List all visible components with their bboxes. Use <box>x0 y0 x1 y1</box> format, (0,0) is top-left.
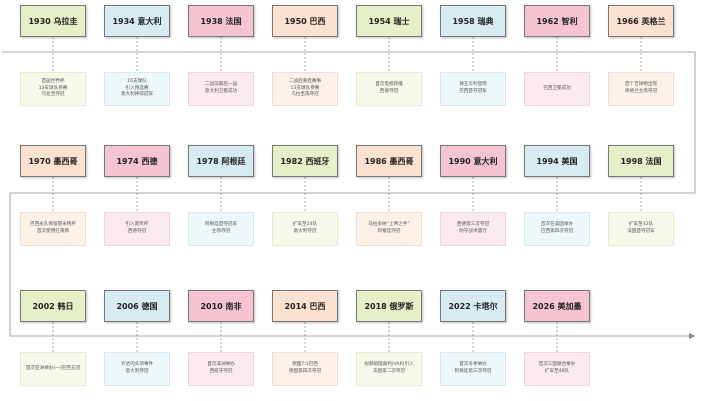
event-note: 球王贝利登场 巴西首夺冠军 <box>440 72 506 106</box>
event-note: 西德第三次夺冠 防守战术盛行 <box>440 212 506 246</box>
event-note: 扩军至32队 法国首夺冠军 <box>608 212 674 246</box>
event-note: 首次在美国举办 巴西第四次夺冠 <box>524 212 590 246</box>
timeline-node: 1962 智利 <box>524 5 590 37</box>
timeline-node: 1974 西德 <box>104 145 170 177</box>
event-note: 马拉多纳“上帝之手” 阿根廷夺冠 <box>356 212 422 246</box>
event-note: 引入新奖杯 西德夺冠 <box>104 212 170 246</box>
timeline-node: 1986 墨西哥 <box>356 145 422 177</box>
event-note: 二战前最后一届 意大利卫冕成功 <box>188 72 254 106</box>
timeline-node: 2002 韩日 <box>20 290 86 322</box>
timeline-node: 1938 法国 <box>188 5 254 37</box>
event-note: 巴西卫冕成功 <box>524 72 590 106</box>
timeline-node: 1966 英格兰 <box>608 5 674 37</box>
event-note: 首次三国联合举办 扩军至48队 <box>524 352 590 386</box>
timeline-node: 1982 西班牙 <box>272 145 338 177</box>
event-note: 扩军至24队 意大利夺冠 <box>272 212 338 246</box>
event-note: 首个吉祥物出现 英格兰主场夺冠 <box>608 72 674 106</box>
timeline-node: 1978 阿根廷 <box>188 145 254 177</box>
timeline-node: 2014 巴西 <box>272 290 338 322</box>
timeline-node: 1930 乌拉圭 <box>20 5 86 37</box>
event-note: 视频助理裁判(VAR)引入 法国第二次夺冠 <box>356 352 422 386</box>
timeline-node: 2022 卡塔尔 <box>440 290 506 322</box>
timeline-node: 2018 俄罗斯 <box>356 290 422 322</box>
timeline-node: 2010 南非 <box>188 290 254 322</box>
timeline-node: 1970 墨西哥 <box>20 145 86 177</box>
event-note: 二战后重启赛事 13支球队参赛 乌拉圭再夺冠 <box>272 72 338 106</box>
event-note: 德国7:1巴西 德国第四次夺冠 <box>272 352 338 386</box>
timeline-node: 1998 法国 <box>608 145 674 177</box>
event-note: 首次冬季举办 阿根廷第三次夺冠 <box>440 352 506 386</box>
event-note: 首届世界杯 13支球队参赛 乌拉圭夺冠 <box>20 72 86 106</box>
timeline-node: 1990 意大利 <box>440 145 506 177</box>
event-note: 首次非洲举办 西班牙夺冠 <box>188 352 254 386</box>
timeline-node: 1994 美国 <box>524 145 590 177</box>
timeline-node: 1950 巴西 <box>272 5 338 37</box>
event-note: 首次电视转播 西德夺冠 <box>356 72 422 106</box>
timeline-node: 1934 意大利 <box>104 5 170 37</box>
timeline-node: 1954 瑞士 <box>356 5 422 37</box>
timeline-node: 1958 瑞典 <box>440 5 506 37</box>
arrow-head-icon <box>689 333 695 339</box>
event-note: 阿根廷首夺冠军 主场夺冠 <box>188 212 254 246</box>
timeline-path <box>2 51 696 337</box>
event-note: 齐达内头顶事件 意大利夺冠 <box>104 352 170 386</box>
event-note: 首次亚洲举办(一)巴西五冠 <box>20 352 86 386</box>
event-note: 巴西永久保留雷米特杯 首次使用红黄牌 <box>20 212 86 246</box>
timeline-node: 2006 德国 <box>104 290 170 322</box>
timeline-node: 2026 美加墨 <box>524 290 590 322</box>
event-note: 16支球队 引入预选赛 意大利捧得冠军 <box>104 72 170 106</box>
